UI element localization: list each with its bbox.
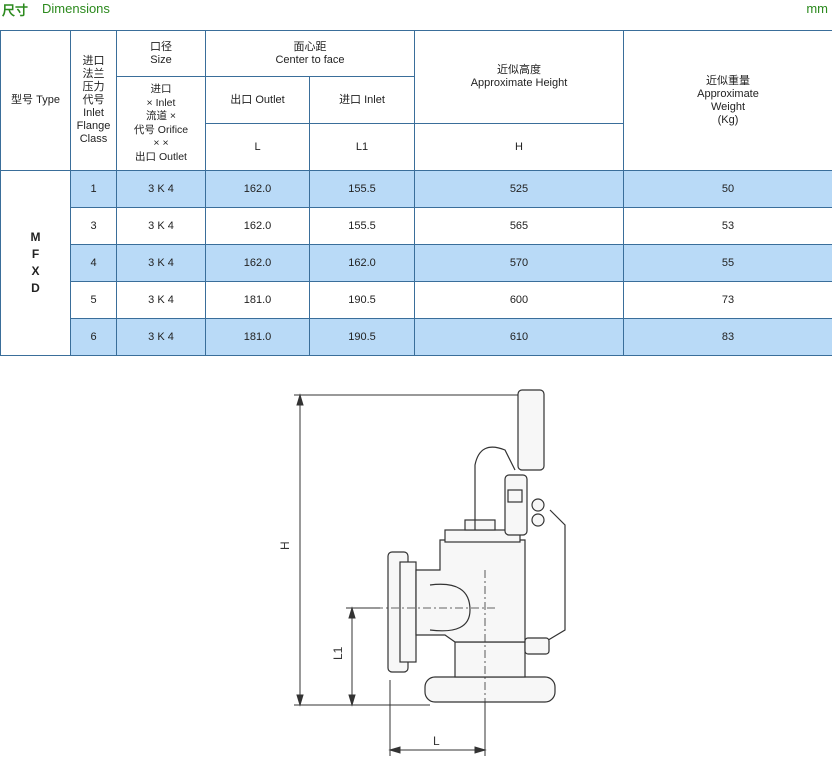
valve-dimension-drawing: H L1 L <box>280 389 566 756</box>
cell-class: 5 <box>70 281 117 319</box>
cell-L: 162.0 <box>205 244 310 282</box>
cell-weight: 73 <box>623 281 832 319</box>
cell-weight: 53 <box>623 207 832 245</box>
cell-size: 3 K 4 <box>116 207 206 245</box>
cell-H: 525 <box>414 170 624 208</box>
label-L: L <box>433 734 440 748</box>
unit-label: mm <box>806 1 828 16</box>
header-approx-height: 近似高度 Approximate Height <box>414 30 624 124</box>
cell-size: 3 K 4 <box>116 318 206 356</box>
title-english: Dimensions <box>42 1 110 16</box>
title-chinese: 尺寸 <box>2 3 29 18</box>
cell-class: 1 <box>70 170 117 208</box>
cell-H: 570 <box>414 244 624 282</box>
cell-weight: 50 <box>623 170 832 208</box>
dimensions-table: 型号 Type 进口 法兰 压力 代号 Inlet Flange Class 口… <box>0 30 832 356</box>
table-row: 5 3 K 4 181.0 190.5 600 73 <box>1 281 832 319</box>
cell-size: 3 K 4 <box>116 281 206 319</box>
header-center-to-face: 面心距 Center to face <box>205 30 415 77</box>
page-header: 尺寸 Dimensions mm <box>0 0 832 20</box>
cell-class: 4 <box>70 244 117 282</box>
header-size-detail: 进口 × Inlet 流道 × 代号 Orifice × × 出口 Outlet <box>116 76 206 171</box>
table-row: 3 3 K 4 162.0 155.5 565 53 <box>1 207 832 245</box>
cell-L1: 162.0 <box>309 244 415 282</box>
cell-L: 181.0 <box>205 281 310 319</box>
cell-size: 3 K 4 <box>116 170 206 208</box>
label-H: H <box>280 541 292 550</box>
label-L1: L1 <box>331 646 345 660</box>
cell-H: 600 <box>414 281 624 319</box>
cell-weight: 83 <box>623 318 832 356</box>
header-symbol-L1: L1 <box>309 123 415 171</box>
cell-L1: 190.5 <box>309 318 415 356</box>
header-type: 型号 Type <box>0 30 71 171</box>
cell-H: 565 <box>414 207 624 245</box>
header-size: 口径 Size <box>116 30 206 77</box>
table-row: 4 3 K 4 162.0 162.0 570 55 <box>1 244 832 282</box>
type-cell: M F X D <box>0 170 71 356</box>
header-symbol-H: H <box>414 123 624 171</box>
table-row: M F X D 1 3 K 4 162.0 155.5 525 50 <box>0 170 832 356</box>
header-inlet: 进口 Inlet <box>309 76 415 124</box>
valve-body <box>387 389 566 703</box>
cell-H: 610 <box>414 318 624 356</box>
cell-weight: 55 <box>623 244 832 282</box>
cell-L1: 155.5 <box>309 207 415 245</box>
header-flange-class: 进口 法兰 压力 代号 Inlet Flange Class <box>70 30 117 171</box>
cell-L: 162.0 <box>205 207 310 245</box>
type-name: M F X D <box>30 230 41 295</box>
cell-L: 181.0 <box>205 318 310 356</box>
header-approx-weight: 近似重量 Approximate Weight (Kg) <box>623 30 832 171</box>
cell-size: 3 K 4 <box>116 244 206 282</box>
cell-L: 162.0 <box>205 170 310 208</box>
header-symbol-L: L <box>205 123 310 171</box>
header-outlet: 出口 Outlet <box>205 76 310 124</box>
cell-class: 6 <box>70 318 117 356</box>
table-row: 6 3 K 4 181.0 190.5 610 83 <box>1 318 832 356</box>
cell-L1: 190.5 <box>309 281 415 319</box>
cell-L1: 155.5 <box>309 170 415 208</box>
cell-class: 3 <box>70 207 117 245</box>
